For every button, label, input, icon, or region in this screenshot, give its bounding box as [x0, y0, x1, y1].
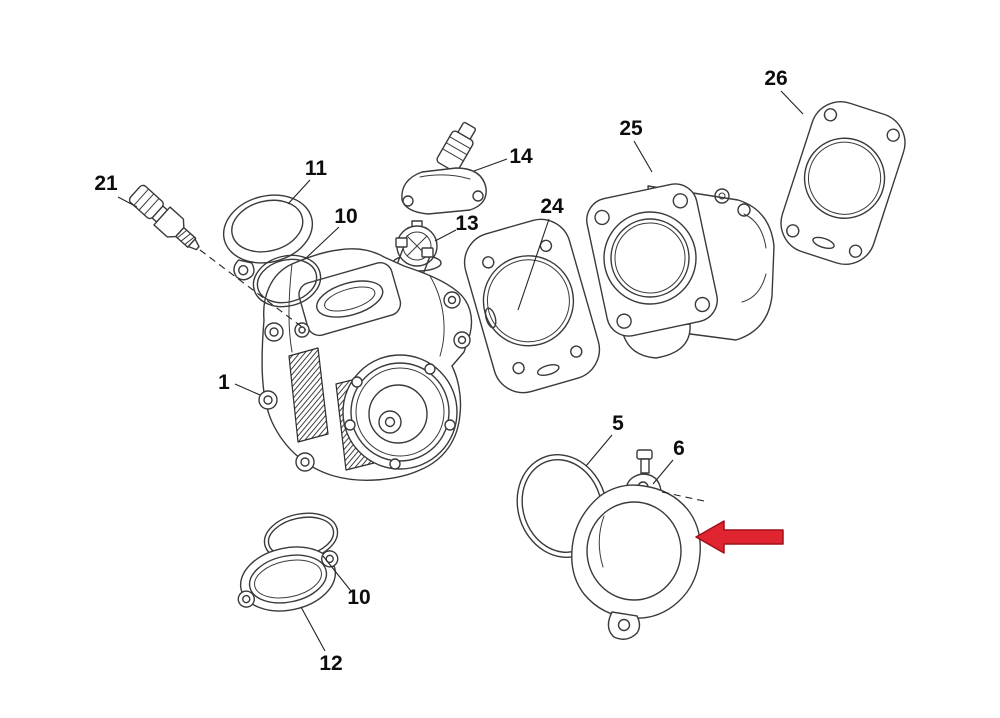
part-label-21: 21: [94, 172, 118, 195]
part-label-25: 25: [619, 117, 643, 140]
part-11-head-cover-cap: [222, 194, 314, 281]
part-6-water-pump-cover: [571, 449, 701, 640]
part-24-head-gasket: [463, 218, 601, 394]
part-label-10-lower: 10: [347, 586, 370, 609]
part-label-26: 26: [764, 67, 787, 90]
part-12-cover-plate: [237, 546, 339, 612]
part-label-14: 14: [509, 145, 533, 168]
part-25-cylinder-block: [586, 183, 775, 359]
part-1-cylinder-head: [258, 237, 473, 481]
part-21-temp-sensor: [128, 184, 200, 251]
part-10-oring-upper: [252, 254, 322, 308]
part-26-outer-gasket: [780, 101, 906, 265]
sensor-alignment-dashed-line: [199, 249, 307, 331]
part-label-1: 1: [218, 371, 230, 394]
part-label-13: 13: [455, 212, 478, 235]
part-label-24: 24: [540, 195, 564, 218]
leader-lines: [117, 90, 804, 652]
part-14-thermostat-cover: [401, 121, 487, 215]
part-label-5: 5: [612, 412, 624, 435]
part-label-10-upper: 10: [334, 205, 357, 228]
part-label-11: 11: [305, 157, 328, 180]
part-label-12: 12: [319, 652, 342, 675]
part-label-6: 6: [673, 437, 685, 460]
red-pointer-arrow: [695, 520, 784, 554]
